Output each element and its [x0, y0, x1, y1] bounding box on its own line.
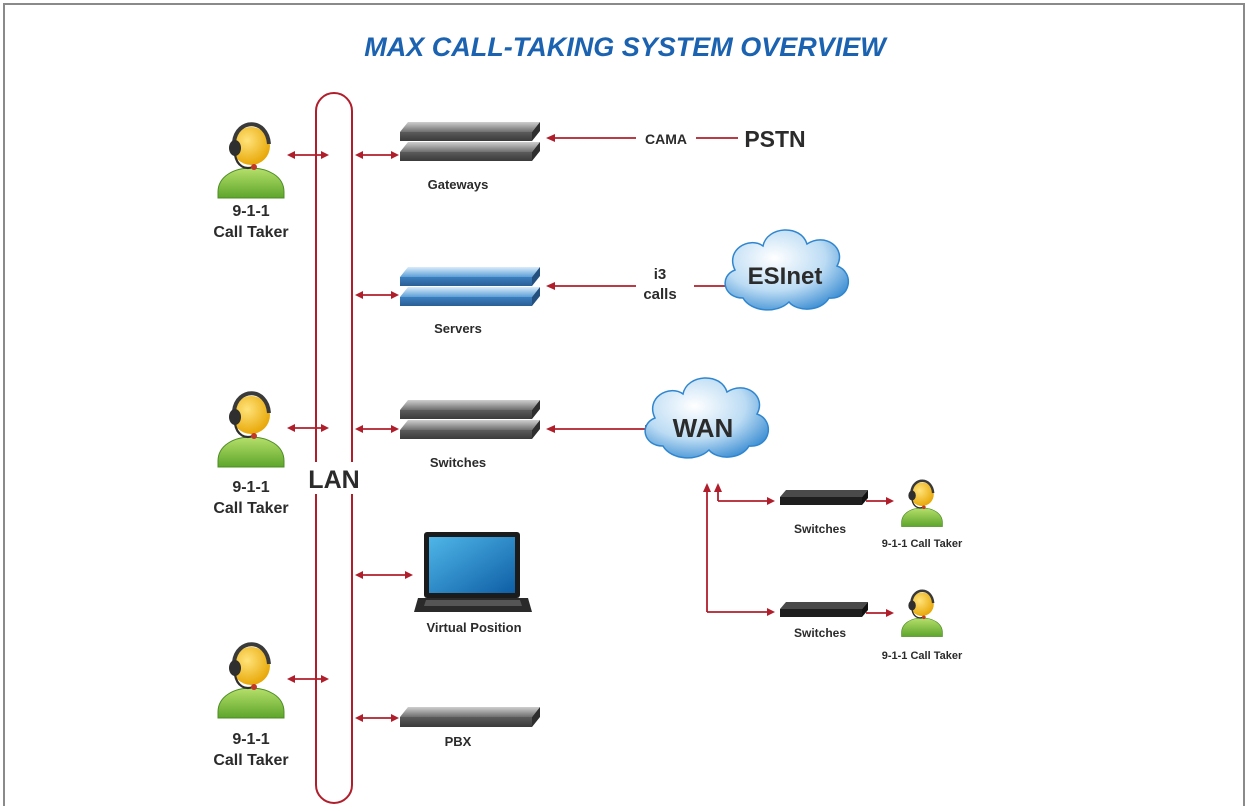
remote-call-taker-2: 9-1-1 Call Taker — [882, 589, 963, 662]
rack-server-icon — [780, 490, 868, 505]
gateways-device: Gateways — [400, 122, 540, 192]
diagram-frame — [3, 3, 1245, 806]
call-taker-3-line2: Call Taker — [213, 752, 288, 769]
i3-label-line1: i3 — [654, 266, 667, 283]
wan-label: WAN — [673, 413, 734, 443]
virtual-position-label: Virtual Position — [426, 620, 521, 635]
call-taker-2-line2: Call Taker — [213, 500, 288, 517]
esinet-label: ESInet — [748, 263, 823, 290]
cama-label: CAMA — [645, 131, 687, 147]
person-headset-icon — [900, 479, 944, 528]
virtual-position-device: Virtual Position — [414, 532, 532, 635]
person-headset-icon — [216, 122, 286, 200]
call-taker-3-line1: 9-1-1 — [232, 731, 269, 748]
person-headset-icon — [900, 589, 944, 638]
person-headset-icon — [216, 391, 286, 469]
remote-branch-connectors — [703, 483, 894, 617]
remote-switch-2-label: Switches — [794, 626, 846, 640]
call-taker-2-line1: 9-1-1 — [232, 479, 269, 496]
esinet-cloud: ESInet — [724, 229, 850, 311]
wan-cloud: WAN — [644, 377, 770, 459]
remote-switch-1: Switches — [780, 490, 868, 536]
gateways-label: Gateways — [428, 177, 489, 192]
i3-label-line2: calls — [643, 286, 676, 303]
rack-server-icon — [400, 400, 540, 439]
switches-device: Switches — [400, 400, 540, 470]
taker-lan-connectors — [287, 151, 329, 683]
servers-device: Servers — [400, 267, 540, 336]
call-taker-3: 9-1-1 Call Taker — [213, 642, 289, 769]
pstn-label: PSTN — [744, 126, 805, 152]
pstn-connector — [546, 134, 738, 142]
rack-server-icon — [400, 122, 540, 161]
servers-label: Servers — [434, 321, 482, 336]
call-taker-1: 9-1-1 Call Taker — [213, 122, 289, 241]
lan-device-connectors — [355, 151, 413, 722]
remote-switch-2: Switches — [780, 602, 868, 640]
laptop-icon — [414, 532, 532, 612]
pbx-label: PBX — [445, 734, 472, 749]
lan-label: LAN — [308, 466, 359, 494]
person-headset-icon — [216, 642, 286, 720]
call-taker-1-line1: 9-1-1 — [232, 203, 269, 220]
rack-server-icon — [780, 602, 868, 617]
diagram-title: MAX CALL-TAKING SYSTEM OVERVIEW — [364, 32, 888, 62]
lan-bus — [315, 92, 353, 804]
rack-server-icon — [400, 267, 540, 306]
call-taker-2: 9-1-1 Call Taker — [213, 391, 289, 517]
call-taker-1-line2: Call Taker — [213, 224, 288, 241]
switches-label: Switches — [430, 455, 486, 470]
remote-call-taker-1: 9-1-1 Call Taker — [882, 479, 963, 550]
pbx-device: PBX — [400, 707, 540, 749]
remote-call-taker-2-label: 9-1-1 Call Taker — [882, 650, 963, 662]
remote-call-taker-1-label: 9-1-1 Call Taker — [882, 538, 963, 550]
lan-label-bg — [311, 462, 359, 494]
wan-connector — [546, 425, 654, 433]
remote-switch-1-label: Switches — [794, 522, 846, 536]
